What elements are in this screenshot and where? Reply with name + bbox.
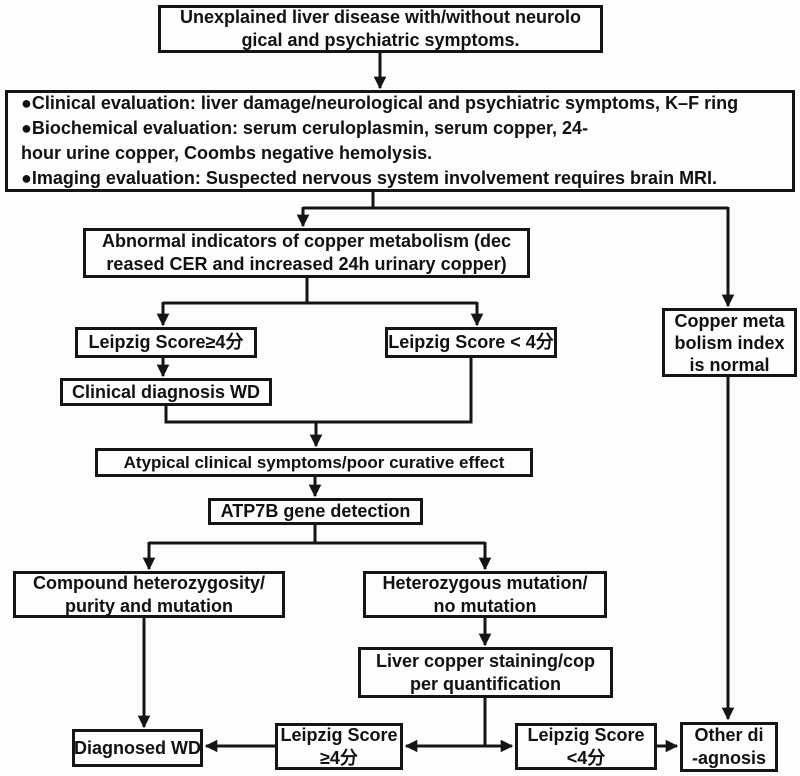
node-text-line: bolism index xyxy=(674,332,785,353)
node-text-line: Diagnosed WD xyxy=(74,737,202,758)
node-text-line: Compound heterozygosity/ xyxy=(32,572,265,593)
node-text-line: ATP7B gene detection xyxy=(220,501,411,521)
node-text-line: ●Imaging evaluation: Suspected nervous s… xyxy=(21,168,718,188)
node-text-line: ≥4分 xyxy=(320,747,358,768)
node-text-line: <4分 xyxy=(566,747,606,768)
node-heterozygous-mutation: Heterozygous mutation/ no mutation xyxy=(363,571,607,618)
node-text-line: purity and mutation xyxy=(65,595,233,616)
node-compound-heterozygosity: Compound heterozygosity/ purity and muta… xyxy=(13,571,285,618)
node-text-line: Leipzig Score xyxy=(280,724,398,745)
node-text-line: Liver copper staining/cop xyxy=(375,650,596,671)
node-text-line: no mutation xyxy=(433,595,537,616)
node-text-line: Clinical diagnosis WD xyxy=(71,381,261,402)
node-text-line: Leipzig Score xyxy=(527,724,645,745)
node-text-line: per quantification xyxy=(409,673,561,694)
node-text-line: Leipzig Score < 4分 xyxy=(388,332,554,352)
node-text-line: Heterozygous mutation/ xyxy=(382,572,588,593)
node-text-line: ●Clinical evaluation: liver damage/neuro… xyxy=(21,93,739,113)
node-text-line: reased CER and increased 24h urinary cop… xyxy=(106,254,507,274)
node-atp7b-gene-detection: ATP7B gene detection xyxy=(208,498,423,525)
node-atypical-symptoms: Atypical clinical symptoms/poor curative… xyxy=(95,448,533,477)
node-text-line: Unexplained liver disease with/without n… xyxy=(179,7,582,27)
node-leipzig-score-lt4-bottom: Leipzig Score <4分 xyxy=(515,723,657,770)
node-unexplained-liver-disease: Unexplained liver disease with/without n… xyxy=(158,5,603,53)
node-text-line: Other di xyxy=(694,725,764,745)
node-text-line: gical and psychiatric symptoms. xyxy=(241,30,520,50)
node-clinical-diagnosis-wd: Clinical diagnosis WD xyxy=(60,378,272,406)
node-leipzig-score-lt4-top: Leipzig Score < 4分 xyxy=(385,327,557,358)
node-copper-metabolism-normal: Copper meta bolism index is normal xyxy=(662,308,797,377)
node-leipzig-score-ge4-top: Leipzig Score≥4分 xyxy=(75,327,257,358)
node-text-line: Atypical clinical symptoms/poor curative… xyxy=(123,453,505,472)
node-text-line: Leipzig Score≥4分 xyxy=(88,332,244,352)
node-abnormal-copper-indicators: Abnormal indicators of copper metabolism… xyxy=(83,228,530,278)
node-text-line: Copper meta xyxy=(674,310,785,331)
node-other-diagnosis: Other di -agnosis xyxy=(680,722,778,772)
node-leipzig-score-ge4-bottom: Leipzig Score ≥4分 xyxy=(275,723,403,770)
node-text-line: -agnosis xyxy=(691,748,766,768)
node-text-line: ●Biochemical evaluation: serum cerulopla… xyxy=(21,118,589,138)
node-text-line: is normal xyxy=(689,354,770,375)
node-liver-copper-staining: Liver copper staining/cop per quantifica… xyxy=(358,647,613,698)
node-diagnosed-wd: Diagnosed WD xyxy=(72,729,203,767)
node-evaluation-criteria: ●Clinical evaluation: liver damage/neuro… xyxy=(5,90,795,192)
node-text-line: Abnormal indicators of copper metabolism… xyxy=(101,231,512,251)
node-text-line: hour urine copper, Coombs negative hemol… xyxy=(21,143,433,163)
